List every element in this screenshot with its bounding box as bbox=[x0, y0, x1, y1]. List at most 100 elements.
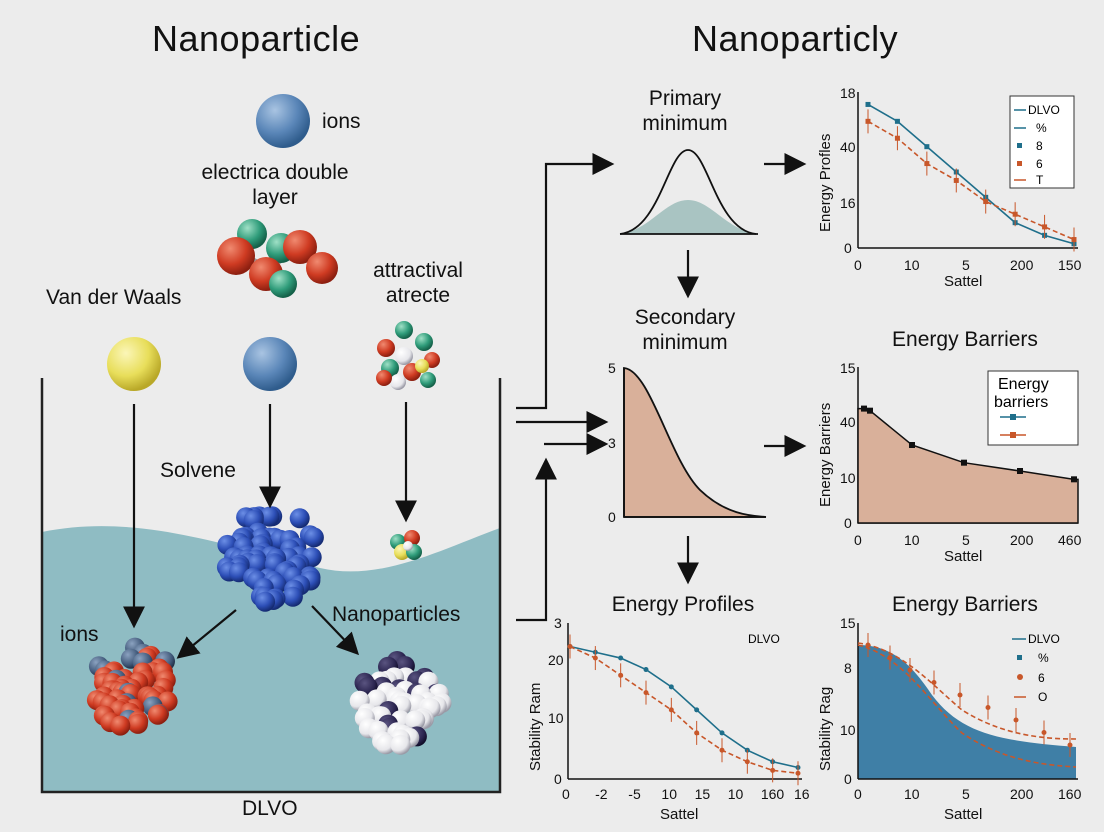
eb-legend bbox=[987, 370, 1079, 446]
edl-label: electrica double layer bbox=[201, 161, 349, 209]
ebb-legend-3: O bbox=[1038, 690, 1047, 704]
eb-xlabel: Sattel bbox=[944, 548, 982, 565]
epb-point bbox=[668, 707, 674, 713]
eb-point bbox=[1071, 476, 1077, 483]
eb-point bbox=[861, 405, 867, 412]
ion-sphere bbox=[256, 94, 310, 148]
left-title: Nanoparticle bbox=[152, 18, 361, 59]
epb-xtick-3: 10 bbox=[661, 786, 677, 802]
epb-ytick-3: 0 bbox=[554, 771, 562, 787]
ebb-ytick-1: 8 bbox=[844, 660, 852, 676]
ebb-xtick-3: 200 bbox=[1010, 786, 1034, 802]
ep-xtick-2: 5 bbox=[962, 257, 970, 273]
ep-ytick-0: 18 bbox=[840, 85, 856, 101]
epb-xtick-2: -5 bbox=[628, 786, 641, 802]
ions-label-top: ions bbox=[322, 110, 361, 133]
epb-point bbox=[795, 770, 801, 776]
eb-xtick-1: 10 bbox=[904, 532, 920, 548]
epb-point bbox=[719, 747, 725, 753]
epb-point bbox=[694, 707, 700, 713]
vdw-sphere bbox=[107, 337, 161, 391]
right-title: Nanoparticly bbox=[692, 18, 899, 59]
eb-ytick-3: 0 bbox=[844, 515, 852, 531]
ebb-xtick-4: 160 bbox=[1058, 786, 1082, 802]
ebb-xtick-0: 0 bbox=[854, 786, 862, 802]
nanoparticles-label: Nanoparticles bbox=[332, 603, 461, 626]
epb-point bbox=[643, 690, 649, 696]
ep-legend-3: 6 bbox=[1036, 157, 1043, 171]
solvent-label: Solvene bbox=[160, 459, 236, 482]
epb-point bbox=[643, 667, 649, 673]
ebb-point bbox=[957, 692, 963, 698]
ep-ytick-1: 40 bbox=[840, 139, 856, 155]
eb-bottom-title: Energy Barriers bbox=[892, 593, 1038, 616]
ebb-ytick-2: 10 bbox=[840, 722, 856, 738]
epb-xtick-6: 160 bbox=[761, 786, 785, 802]
eb-ytick-0: 15 bbox=[840, 360, 856, 376]
ep-point bbox=[894, 118, 900, 124]
red-nanoparticle-cluster bbox=[86, 637, 178, 736]
eb-xtick-3: 200 bbox=[1010, 532, 1034, 548]
epb-point bbox=[618, 655, 624, 661]
ebb-xtick-2: 5 bbox=[962, 786, 970, 802]
energy-barriers-bottom-chart: 15 8 10 0 0 10 5 200 160 Sattel Stabilit… bbox=[817, 615, 1082, 823]
ebb-point bbox=[887, 655, 893, 660]
ebb-legend-2: 6 bbox=[1038, 671, 1045, 685]
blue-particle bbox=[255, 591, 276, 612]
ep-point bbox=[1012, 211, 1018, 217]
eb-point bbox=[909, 442, 915, 448]
ep-point bbox=[1071, 237, 1077, 243]
flow-diagram: 5 3 0 bbox=[516, 149, 807, 622]
epb-point bbox=[744, 759, 750, 765]
epb-point bbox=[567, 644, 573, 650]
ep-ylabel: Energy Profles bbox=[817, 134, 834, 232]
ep-xtick-4: 150 bbox=[1058, 257, 1082, 273]
ep-xtick-0: 0 bbox=[854, 257, 862, 273]
ep-bottom-title: Energy Profiles bbox=[611, 593, 755, 616]
ebb-legend-0: DLVO bbox=[1028, 632, 1060, 646]
ebb-xtick-1: 10 bbox=[904, 786, 920, 802]
dlvo-label: DLVO bbox=[242, 797, 298, 820]
ebb-xlabel: Sattel bbox=[944, 806, 982, 823]
blue-particle bbox=[303, 527, 324, 548]
small-cluster-icon bbox=[390, 530, 422, 560]
ebb-ylabel: Stability Rag bbox=[817, 687, 834, 771]
epb-line-0 bbox=[569, 645, 799, 769]
beaker-outline bbox=[40, 378, 502, 794]
ebb-point bbox=[931, 680, 937, 685]
energy-profiles-top-chart: 18 40 16 0 0 10 5 200 150 Sattel Energy … bbox=[817, 85, 1082, 290]
eb-ytick-1: 40 bbox=[840, 414, 856, 430]
ep-legend-2: 8 bbox=[1036, 139, 1043, 153]
blue-particle bbox=[282, 586, 303, 607]
attractive-label: attractival atrecte bbox=[373, 259, 463, 307]
epb-xtick-0: 0 bbox=[562, 786, 570, 802]
ebb-line-orange bbox=[857, 642, 1077, 740]
ebb-ytick-3: 0 bbox=[844, 771, 852, 787]
epb-xtick-4: 15 bbox=[695, 786, 711, 802]
secondary-minimum-curve: 5 3 0 bbox=[608, 360, 767, 525]
blue-particle bbox=[259, 506, 280, 527]
energy-profiles-bottom-chart: 3 20 10 0 0-2-5101510160160 Sattel Stabi… bbox=[527, 615, 810, 823]
arrow-to-bottom bbox=[516, 457, 557, 622]
epb-xlabel: Sattel bbox=[660, 806, 698, 823]
ebb-area bbox=[858, 645, 1076, 779]
ebb-point bbox=[907, 667, 913, 673]
white-particle bbox=[375, 734, 396, 755]
epb-point bbox=[719, 730, 725, 736]
energy-barriers-top-chart: 15 40 10 0 0 10 5 200 460 Sattel Energy … bbox=[817, 360, 1082, 565]
blue-particle bbox=[289, 508, 310, 529]
epb-legend-0: DLVO bbox=[748, 632, 780, 646]
eb-top-title: Energy Barriers bbox=[892, 328, 1038, 351]
epb-ylabel: Stability Ram bbox=[527, 683, 544, 771]
primary-minimum-label: Primary minimum bbox=[642, 87, 728, 135]
epb-point bbox=[770, 767, 776, 773]
epb-xtick-7: 160 bbox=[794, 786, 810, 802]
epb-ytick-2: 10 bbox=[548, 710, 564, 726]
eb-point bbox=[1017, 468, 1023, 474]
ep-point bbox=[865, 101, 871, 107]
ebb-ytick-0: 15 bbox=[840, 615, 856, 631]
eb-point bbox=[961, 459, 967, 466]
ep-point bbox=[983, 199, 989, 205]
arrow-cluster-left bbox=[176, 609, 237, 659]
eb-ylabel: Energy Barriers bbox=[817, 403, 834, 507]
